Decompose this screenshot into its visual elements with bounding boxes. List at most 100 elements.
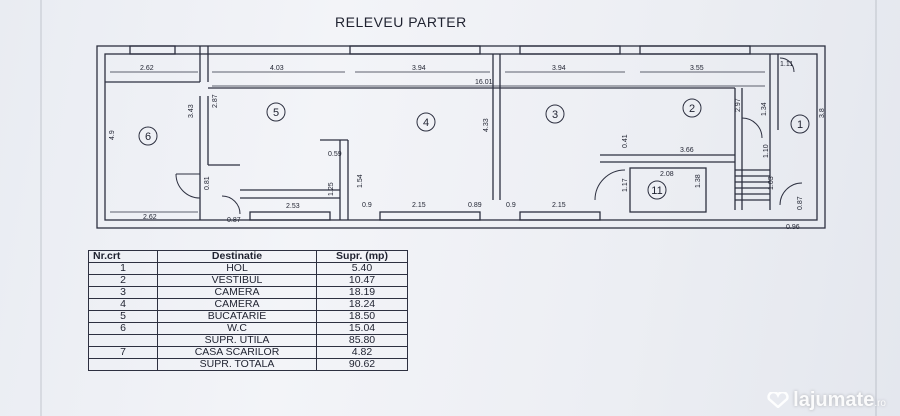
table-row: 2 VESTIBUL 10.47 [88,274,408,287]
cell-destinatie: VESTIBUL [157,274,317,287]
cell-destinatie: W.C [157,322,317,335]
dim-label: 2.97 [735,98,742,112]
cell-suprafata: 5.40 [316,262,408,275]
room-marker [138,126,158,146]
dimension-lines [110,71,765,213]
outer-wall-inner [104,53,818,221]
plan-title: RELEVEU PARTER [335,14,467,30]
dim-label: 1.11 [780,61,793,68]
dim-label: 4.03 [270,65,284,72]
cell-nr [88,334,158,347]
room-number-6: 6 [145,131,151,143]
header-destinatie: Destinatie [157,250,317,263]
floor-plan: 6 5 4 3 2 1 11 2.62 4.03 3.94 3.94 3.55 … [96,45,826,231]
room-number-3: 3 [552,109,558,121]
doors [175,57,803,215]
heart-logo-icon [767,392,789,408]
cell-destinatie: SUPR. TOTALA [157,358,317,371]
cell-destinatie: CASA SCARILOR [157,346,317,359]
dim-label: 0.87 [797,196,804,210]
stairs [735,169,770,201]
walls [96,45,826,229]
dim-label: 1.34 [761,102,768,116]
dim-label: 3.55 [690,65,704,72]
room-number-5: 5 [273,107,279,119]
page-fold [875,0,877,416]
dim-label: 0.89 [468,202,482,209]
cell-nr: 4 [88,298,158,311]
cell-nr: 6 [88,322,158,335]
dimension-labels: 2.62 4.03 3.94 3.94 3.55 1.11 16.01 4.9 … [109,61,826,231]
cell-nr: 5 [88,310,158,323]
dim-label: 0.9 [362,202,372,209]
room-number-1: 1 [797,119,803,131]
table-row: SUPR. TOTALA 90.62 [88,358,408,371]
dim-label: 2.15 [412,202,426,209]
dim-label: 2.08 [660,171,674,178]
header-nr: Nr.crt [88,250,158,263]
watermark-suffix: .ro [874,398,886,409]
dim-label: 0.96 [786,224,800,231]
door-swing [594,169,626,201]
cell-nr [88,358,158,371]
outer-wall-outer [96,45,826,229]
table-row: 3 CAMERA 18.19 [88,286,408,299]
cell-suprafata: 15.04 [316,322,408,335]
cell-destinatie: HOL [157,262,317,275]
watermark-name: lajumate [793,389,875,411]
room-marker [682,98,702,118]
cell-destinatie: SUPR. UTILA [157,334,317,347]
dim-label: 0.87 [227,217,241,224]
room-markers: 6 5 4 3 2 1 11 [138,98,810,200]
cell-nr: 1 [88,262,158,275]
cell-suprafata: 10.47 [316,274,408,287]
dim-label: 1.10 [763,144,770,158]
cell-suprafata: 18.19 [316,286,408,299]
table-header-row: Nr.crt Destinatie Supr. (mp) [88,250,408,263]
dim-label: 4.33 [483,118,490,132]
room-marker [790,114,810,134]
dim-label: 3.66 [680,147,694,154]
table-row: 6 W.C 15.04 [88,322,408,335]
door-swing [741,117,763,139]
cell-nr: 7 [88,346,158,359]
table-row: 7 CASA SCARILOR 4.82 [88,346,408,359]
table-row: 4 CAMERA 18.24 [88,298,408,311]
dim-label: 3.8 [819,108,826,118]
header-suprafata: Supr. (mp) [316,250,408,263]
dim-label: 4.9 [109,130,116,140]
dim-label: 0.41 [622,134,629,148]
dim-label: 2.62 [143,214,157,221]
dim-label: 1.25 [328,182,335,196]
room-marker [266,102,286,122]
cell-nr: 3 [88,286,158,299]
dim-label: 16.01 [475,79,493,86]
dim-label: 0.59 [328,151,342,158]
page-fold [40,0,42,416]
door-swing [175,173,201,199]
dim-label: 1.17 [622,178,629,192]
cell-suprafata: 18.50 [316,310,408,323]
cell-suprafata: 85.80 [316,334,408,347]
cell-nr: 2 [88,274,158,287]
dim-label: 3.43 [188,104,195,118]
watermark: lajumate.ro [767,389,886,412]
room-number-2: 2 [689,103,695,115]
cell-suprafata: 4.82 [316,346,408,359]
room-number-11: 11 [651,185,662,197]
table-row: SUPR. UTILA 85.80 [88,334,408,347]
dim-label: 1.38 [695,174,702,188]
dim-label: 2.15 [552,202,566,209]
table-row: 5 BUCATARIE 18.50 [88,310,408,323]
room-marker [647,180,667,200]
dim-label: 2.53 [286,203,300,210]
cell-destinatie: CAMERA [157,286,317,299]
cell-suprafata: 18.24 [316,298,408,311]
dim-label: 0.81 [204,176,211,190]
room-number-4: 4 [423,117,429,129]
dim-label: 3.94 [412,65,426,72]
dim-label: 1.03 [768,176,775,190]
cell-destinatie: CAMERA [157,298,317,311]
dim-label: 2.87 [212,94,219,108]
cell-destinatie: BUCATARIE [157,310,317,323]
